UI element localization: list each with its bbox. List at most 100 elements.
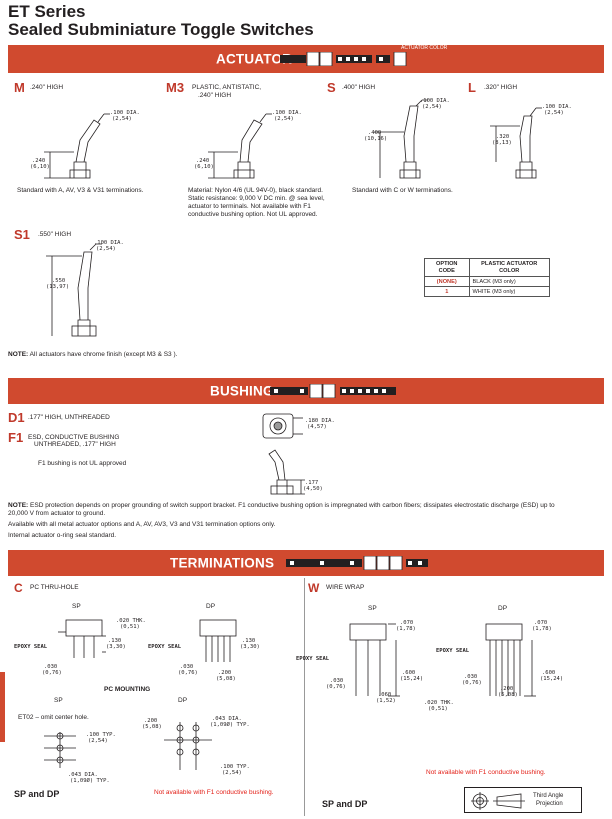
option-desc2-m3: .240" HIGH (198, 92, 232, 99)
height-metric: (6,10) (30, 164, 50, 170)
svg-text:(5,08): (5,08) (142, 724, 162, 730)
svg-text:.100 DIA.: .100 DIA. (542, 104, 572, 110)
section-divider (304, 578, 305, 816)
pc-mounting-title: PC MOUNTING (104, 686, 151, 693)
option-code-m: M (14, 80, 25, 95)
bushing-drawing: .180 DIA. (4,57) .177 (4,50) (262, 413, 335, 495)
c-dp-label: DP (206, 603, 216, 610)
terminations-band: TERMINATIONS (8, 550, 604, 576)
svg-text:.180 DIA.: .180 DIA. (305, 418, 335, 424)
option-desc-s1: .550" HIGH (38, 231, 72, 238)
svg-text:.177: .177 (305, 480, 318, 486)
actuator-m3-drawing: .100 DIA. (2,54) .240 (6,10) (194, 110, 302, 179)
option-desc-d1: .177" HIGH, UNTHREADED (28, 414, 110, 421)
svg-text:.320: .320 (496, 134, 509, 140)
option-code-l: L (468, 80, 476, 95)
actuator-m-drawing: .100 DIA. (2,54) .240 (6,10) (30, 110, 140, 179)
svg-text:(1,09Ø) TYP.: (1,09Ø) TYP. (210, 721, 250, 728)
svg-text:.030: .030 (44, 664, 57, 670)
c-pc-drawings: .020 THK. (0,51) EPOXY SEAL .130 (3,30) … (14, 618, 260, 682)
svg-text:.030: .030 (330, 678, 343, 684)
svg-text:.100 TYP.: .100 TYP. (86, 732, 116, 738)
svg-text:(0,51): (0,51) (428, 706, 448, 712)
svg-text:(2,54): (2,54) (544, 110, 564, 116)
option-code-f1: F1 (8, 430, 24, 445)
pc-sp-label: SP (54, 697, 63, 704)
term-code-w: W (308, 581, 320, 595)
height-label: .240 (32, 158, 45, 164)
svg-text:(3,30): (3,30) (106, 644, 126, 650)
projection-box: Third Angle Projection (464, 787, 582, 813)
w-warning: Not available with F1 conductive bushing… (426, 769, 546, 776)
w-sp-label: SP (368, 605, 377, 612)
svg-text:.020 THK.: .020 THK. (424, 700, 454, 706)
bushing-band: BUSHING (8, 378, 604, 404)
bushing-note: NOTE: ESD protection depends on proper g… (8, 502, 555, 517)
svg-text:.550: .550 (52, 278, 65, 284)
svg-text:.043 DIA.: .043 DIA. (212, 716, 242, 722)
actuator-band: ACTUATOR ACTUATOR COLOR (8, 45, 604, 73)
table-header-color: PLASTIC ACTUATOR COLOR (468, 258, 550, 277)
svg-text:(1,52): (1,52) (376, 698, 396, 704)
svg-text:(8,13): (8,13) (492, 140, 512, 146)
svg-text:EPOXY SEAL: EPOXY SEAL (14, 644, 48, 650)
option-note-m: Standard with A, AV, V3 & V31 terminatio… (17, 187, 144, 194)
w-sp-dp-label: SP and DP (322, 799, 368, 809)
svg-text:.400: .400 (368, 130, 381, 136)
svg-text:(3,30): (3,30) (240, 644, 260, 650)
w-wirewrap-drawings: .070 (1,78) EPOXY SEAL .600 (15,24) .030… (296, 620, 563, 712)
svg-text:.060: .060 (378, 692, 391, 698)
svg-text:(1,09Ø) TYP.: (1,09Ø) TYP. (70, 777, 110, 784)
svg-text:.240: .240 (196, 158, 209, 164)
svg-text:(0,51): (0,51) (120, 624, 140, 630)
svg-text:(4,57): (4,57) (307, 424, 327, 430)
option-desc-m3: PLASTIC, ANTISTATIC, (192, 84, 262, 91)
c-warning: Not available with F1 conductive bushing… (154, 789, 274, 796)
svg-text:(0,76): (0,76) (42, 670, 62, 676)
svg-text:(4,50): (4,50) (303, 486, 323, 492)
option-code-s: S (327, 80, 336, 95)
bushing-band-label: BUSHING (210, 383, 274, 399)
svg-text:EPOXY SEAL: EPOXY SEAL (296, 656, 330, 662)
svg-text:(13,97): (13,97) (46, 284, 69, 290)
svg-text:.100 DIA.: .100 DIA. (94, 240, 124, 246)
table-row: 1 WHITE (M3 only) (424, 286, 550, 297)
option-desc-m: .240" HIGH (30, 84, 64, 91)
c-sp-dp-label: SP and DP (14, 789, 60, 799)
svg-text:.100 DIA.: .100 DIA. (420, 98, 450, 104)
third-angle-projection-icon (471, 792, 525, 810)
table-header-code: OPTION CODE (424, 258, 470, 277)
et02-note: ET02 – omit center hole. (18, 714, 89, 721)
svg-text:(1,78): (1,78) (396, 626, 416, 632)
actuator-color-table: OPTION CODE PLASTIC ACTUATOR COLOR (NONE… (424, 258, 550, 297)
part-number-code-icon (280, 52, 407, 66)
svg-text:.200: .200 (500, 686, 513, 692)
option-desc2-f1: UNTHREADED, .177" HIGH (34, 441, 116, 448)
option-code-m3: M3 (166, 80, 185, 95)
option-desc-l: .320" HIGH (484, 84, 518, 91)
svg-text:(10,16): (10,16) (364, 136, 387, 142)
actuator-l-drawing: .100 DIA. (2,54) .320 (8,13) (490, 104, 572, 179)
svg-text:EPOXY SEAL: EPOXY SEAL (436, 648, 470, 654)
page-edge-marker (0, 672, 5, 742)
svg-text:(5,08): (5,08) (498, 692, 518, 698)
svg-text:(2,54): (2,54) (88, 738, 108, 744)
dim-metric: (2,54) (112, 116, 132, 122)
svg-text:.200: .200 (144, 718, 157, 724)
option-note-s: Standard with C or W terminations. (352, 187, 453, 194)
svg-text:(15,24): (15,24) (540, 676, 563, 682)
option-desc-f1: ESD, CONDUCTIVE BUSHING (28, 434, 120, 441)
svg-text:.130: .130 (242, 638, 255, 644)
svg-text:(0,76): (0,76) (462, 680, 482, 686)
svg-text:.130: .130 (108, 638, 121, 644)
actuator-note: NOTE: All actuators have chrome finish (… (8, 351, 178, 358)
part-number-code-icon (270, 384, 396, 398)
svg-text:(2,54): (2,54) (274, 116, 294, 122)
pc-mounting-drawings: .100 TYP. (2,54) .043 DIA. (1,09Ø) TYP. … (44, 716, 250, 784)
bushing-availability: Available with all metal actuator option… (8, 521, 276, 528)
page-title: Sealed Subminiature Toggle Switches (8, 20, 314, 39)
svg-text:.043 DIA.: .043 DIA. (68, 772, 98, 778)
svg-text:(0,76): (0,76) (178, 670, 198, 676)
svg-text:(6,10): (6,10) (194, 164, 214, 170)
svg-text:EPOXY SEAL: EPOXY SEAL (148, 644, 182, 650)
